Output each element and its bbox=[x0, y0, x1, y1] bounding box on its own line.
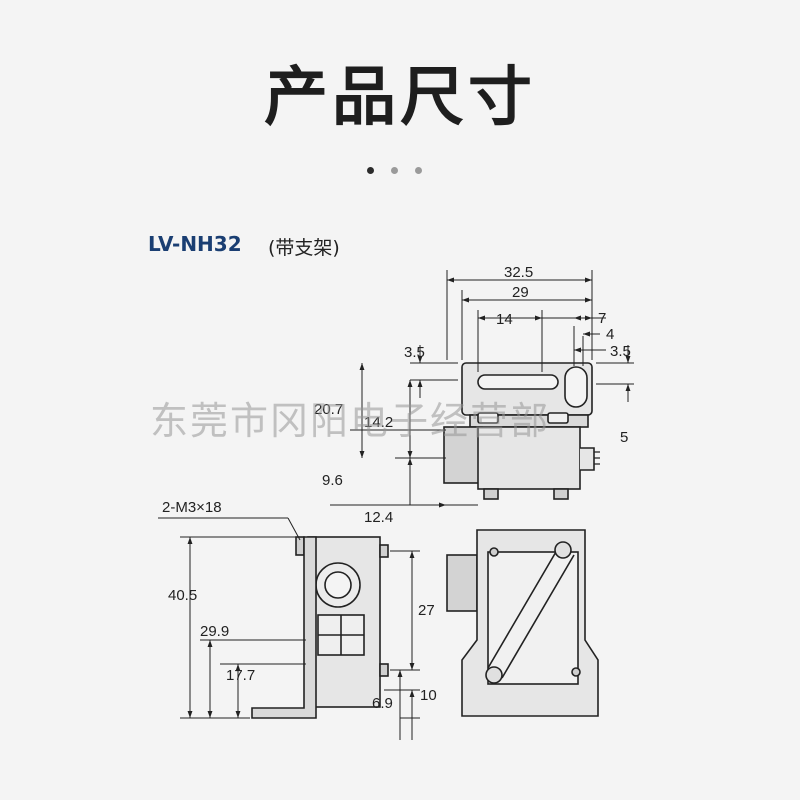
watermark-text: 东莞市冈阳电子经营部 bbox=[150, 399, 551, 443]
front-view bbox=[251, 536, 389, 719]
dim-label: 10 bbox=[420, 687, 437, 704]
dim-label: 29.9 bbox=[200, 623, 229, 640]
dim-label: 5 bbox=[620, 429, 628, 446]
carousel-dots bbox=[367, 167, 427, 177]
dim-label: 29 bbox=[512, 284, 529, 301]
dim-label: 3.5 bbox=[610, 343, 631, 360]
carousel-dot[interactable] bbox=[415, 167, 422, 174]
dim-label: 4 bbox=[606, 326, 614, 343]
side-view bbox=[446, 529, 599, 717]
dim-label: 14 bbox=[496, 311, 513, 328]
dim-label: 14.2 bbox=[364, 414, 393, 431]
dim-label: 12.4 bbox=[364, 509, 393, 526]
dim-label: 9.6 bbox=[322, 472, 343, 489]
dim-label: 17.7 bbox=[226, 667, 255, 684]
product-model: LV-NH32 bbox=[148, 232, 242, 256]
page-title: 产品尺寸 bbox=[264, 61, 536, 135]
top-view bbox=[443, 362, 600, 500]
dim-label: 40.5 bbox=[168, 587, 197, 604]
dim-label: 32.5 bbox=[504, 264, 533, 281]
dim-label: 27 bbox=[418, 602, 435, 619]
dim-label: 7 bbox=[598, 310, 606, 327]
carousel-dot[interactable] bbox=[391, 167, 398, 174]
dim-label: 6.9 bbox=[372, 695, 393, 712]
dim-label: 3.5 bbox=[404, 344, 425, 361]
carousel-dot-active[interactable] bbox=[367, 167, 374, 174]
screw-spec-label: 2-M3×18 bbox=[162, 499, 222, 516]
product-note: (带支架) bbox=[268, 237, 340, 259]
dim-label: 20.7 bbox=[314, 401, 343, 418]
